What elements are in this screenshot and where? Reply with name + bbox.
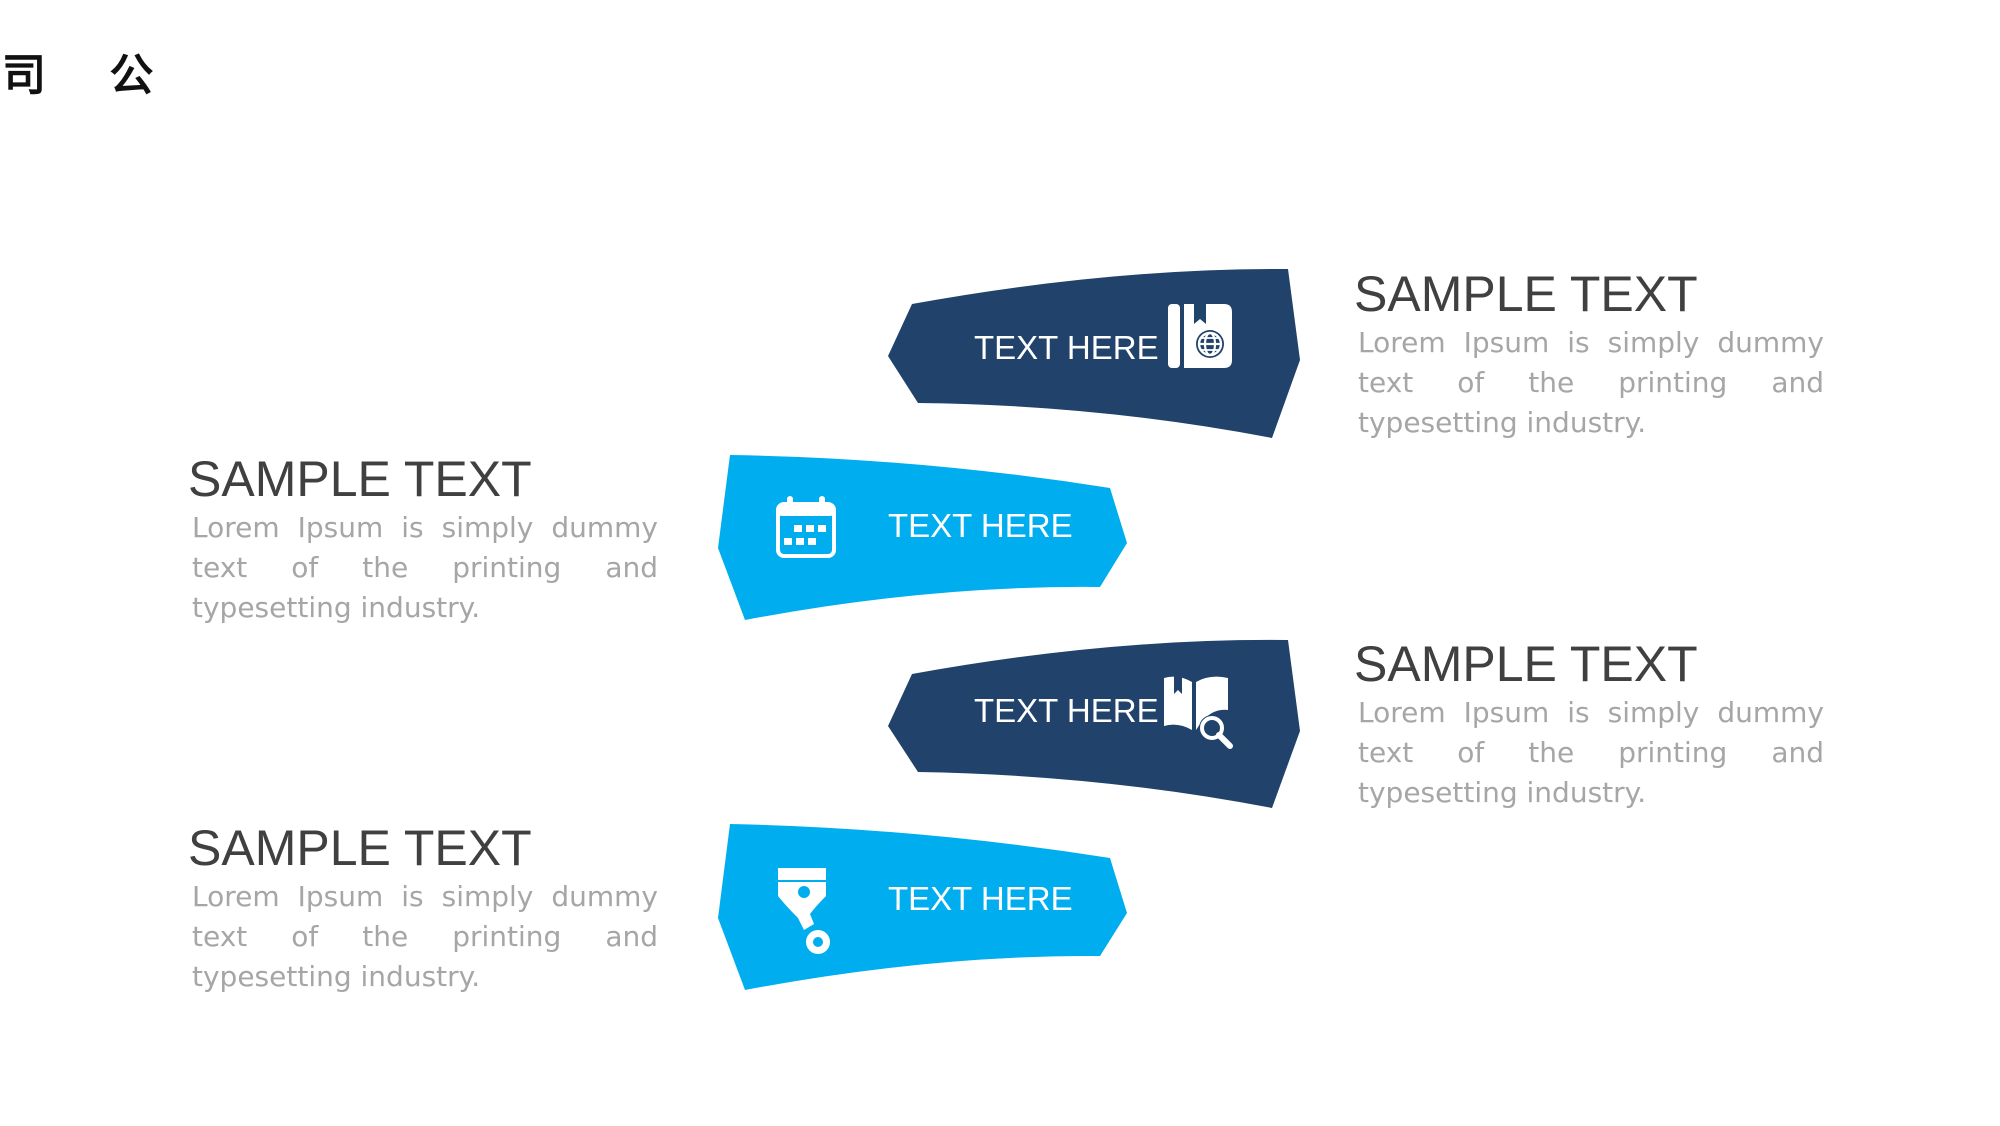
block-1-heading: SAMPLE TEXT	[1354, 266, 1698, 322]
info-block-4: SAMPLE TEXT Lorem Ipsum is simply dummy …	[188, 822, 658, 997]
block-1-body: Lorem Ipsum is simply dummy text of the …	[1358, 325, 1824, 439]
book-search-icon	[1164, 676, 1233, 749]
page-title: 司 公	[2, 50, 178, 101]
pen-nib-icon	[778, 868, 830, 954]
block-2-body: Lorem Ipsum is simply dummy text of the …	[192, 510, 658, 624]
tab-1-label: TEXT HERE	[974, 329, 1159, 366]
block-4-body: Lorem Ipsum is simply dummy text of the …	[192, 879, 658, 993]
block-2-heading: SAMPLE TEXT	[188, 451, 532, 507]
block-4-heading: SAMPLE TEXT	[188, 820, 532, 876]
block-3-body: Lorem Ipsum is simply dummy text of the …	[1358, 695, 1824, 809]
passport-globe-icon	[1168, 304, 1232, 368]
tab-4-label: TEXT HERE	[888, 880, 1073, 917]
info-block-1: SAMPLE TEXT Lorem Ipsum is simply dummy …	[1354, 268, 1824, 443]
tab-3-label: TEXT HERE	[974, 692, 1159, 729]
tab-2-label: TEXT HERE	[888, 507, 1073, 544]
calendar-icon	[776, 496, 836, 558]
tab-2-shape	[718, 455, 1127, 620]
block-3-heading: SAMPLE TEXT	[1354, 636, 1698, 692]
info-block-2: SAMPLE TEXT Lorem Ipsum is simply dummy …	[188, 453, 658, 628]
info-block-3: SAMPLE TEXT Lorem Ipsum is simply dummy …	[1354, 638, 1824, 813]
